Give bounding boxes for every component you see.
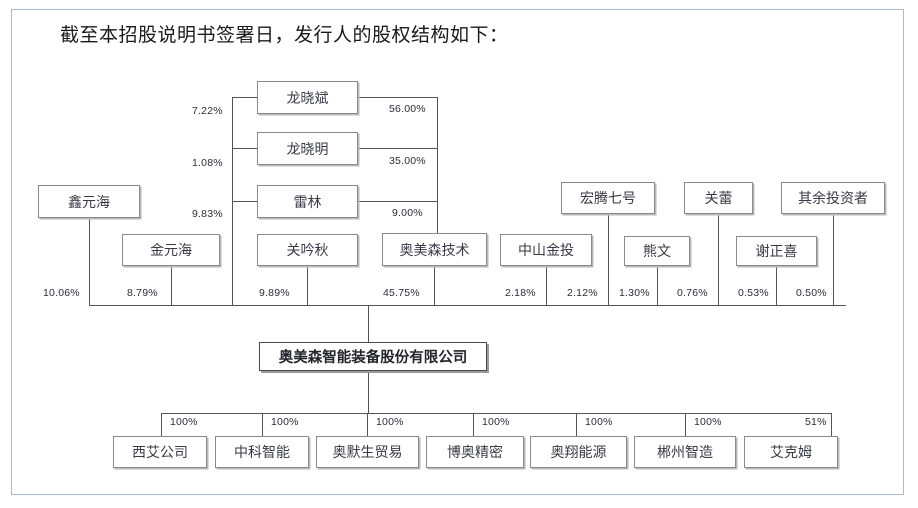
drop-aomeisen-technology <box>434 266 435 305</box>
node-boao-jingmi[interactable]: 博奥精密 <box>426 436 524 468</box>
connector-longxiaobin-right <box>358 97 437 98</box>
pct-zhongke-zhineng: 100% <box>271 416 299 428</box>
pct-hongteng-qihao: 2.12% <box>567 287 598 299</box>
node-aoxiang-nengyuan[interactable]: 奥翔能源 <box>530 436 627 468</box>
node-lei-lin[interactable]: 雷林 <box>257 185 358 218</box>
connector-longxiaoming-left <box>232 148 257 149</box>
drop-other-investors <box>833 214 834 305</box>
pct-guan-lei: 0.76% <box>677 287 708 299</box>
drop-zhongshan-jintou <box>546 266 547 305</box>
node-guan-yinqiu[interactable]: 关吟秋 <box>257 234 358 266</box>
drop-xiong-wen <box>657 266 658 305</box>
node-xiong-wen[interactable]: 熊文 <box>624 236 690 266</box>
node-zhongshan-jintou[interactable]: 中山金投 <box>500 234 592 266</box>
pct-leilin-direct: 9.83% <box>192 208 223 220</box>
drop-hongteng-qihao <box>608 214 609 305</box>
drop-xinyuanhai <box>89 218 90 305</box>
right-spine-vertical <box>437 97 438 233</box>
node-other-investors[interactable]: 其余投资者 <box>781 182 885 214</box>
node-aomosheng-maoyi[interactable]: 奥默生贸易 <box>316 436 419 468</box>
bus-to-issuer-connector <box>368 305 369 342</box>
pct-zhongshan-jintou: 2.18% <box>505 287 536 299</box>
pct-leilin-platform: 9.00% <box>392 207 423 219</box>
drop-aoxiang-nengyuan <box>576 413 577 436</box>
pct-xie-zhengxi: 0.53% <box>738 287 769 299</box>
pct-longxiaobin-platform: 56.00% <box>389 103 426 115</box>
node-chenzhou-zhizao[interactable]: 郴州智造 <box>634 436 736 468</box>
drop-boao-jingmi <box>473 413 474 436</box>
pct-aomosheng-maoyi: 100% <box>376 416 404 428</box>
shareholder-bus-line <box>89 305 846 306</box>
node-aikemu[interactable]: 艾克姆 <box>744 436 838 468</box>
node-long-xiaoming[interactable]: 龙晓明 <box>257 132 358 165</box>
pct-xinyuanhai: 10.06% <box>43 287 80 299</box>
drop-xiai-gongsi <box>161 413 162 436</box>
drop-chenzhou-zhizao <box>685 413 686 436</box>
drop-xie-zhengxi <box>776 266 777 305</box>
pct-xiai-gongsi: 100% <box>170 416 198 428</box>
node-xinyuanhai[interactable]: 鑫元海 <box>38 185 140 218</box>
node-aomeisen-technology[interactable]: 奥美森技术 <box>382 233 487 266</box>
pct-aikemu: 51% <box>805 416 827 428</box>
drop-aikemu <box>831 413 832 436</box>
pct-other-investors: 0.50% <box>796 287 827 299</box>
drop-jinyuanhai <box>171 266 172 305</box>
drop-guan-yinqiu <box>307 266 308 305</box>
node-hongteng-qihao[interactable]: 宏腾七号 <box>561 182 655 214</box>
pct-xiong-wen: 1.30% <box>619 287 650 299</box>
node-issuer[interactable]: 奥美森智能装备股份有限公司 <box>259 342 487 371</box>
issuer-to-subbus-connector <box>368 371 369 413</box>
node-zhongke-zhineng[interactable]: 中科智能 <box>215 436 309 468</box>
node-xiai-gongsi[interactable]: 西艾公司 <box>113 436 207 468</box>
node-jinyuanhai[interactable]: 金元海 <box>122 234 220 266</box>
pct-aomeisen-technology: 45.75% <box>383 287 420 299</box>
pct-longxiaoming-platform: 35.00% <box>389 155 426 167</box>
connector-leilin-right <box>358 201 437 202</box>
page-title: 截至本招股说明书签署日，发行人的股权结构如下： <box>60 25 509 46</box>
pct-longxiaoming-direct: 1.08% <box>192 157 223 169</box>
connector-leilin-left <box>232 201 257 202</box>
drop-guan-lei <box>718 214 719 305</box>
pct-boao-jingmi: 100% <box>482 416 510 428</box>
subsidiary-bus-line <box>161 413 831 414</box>
connector-longxiaoming-right <box>358 148 437 149</box>
pct-aoxiang-nengyuan: 100% <box>585 416 613 428</box>
node-guan-lei[interactable]: 关蕾 <box>684 182 753 214</box>
connector-longxiaobin-left <box>232 97 257 98</box>
drop-aomosheng-maoyi <box>367 413 368 436</box>
node-long-xiaobin[interactable]: 龙晓斌 <box>257 81 358 114</box>
drop-zhongke-zhineng <box>262 413 263 436</box>
node-xie-zhengxi[interactable]: 谢正喜 <box>736 236 817 266</box>
pct-longxiaobin-direct: 7.22% <box>192 105 223 117</box>
pct-chenzhou-zhizao: 100% <box>694 416 722 428</box>
pct-guan-yinqiu: 9.89% <box>259 287 290 299</box>
pct-jinyuanhai: 8.79% <box>127 287 158 299</box>
